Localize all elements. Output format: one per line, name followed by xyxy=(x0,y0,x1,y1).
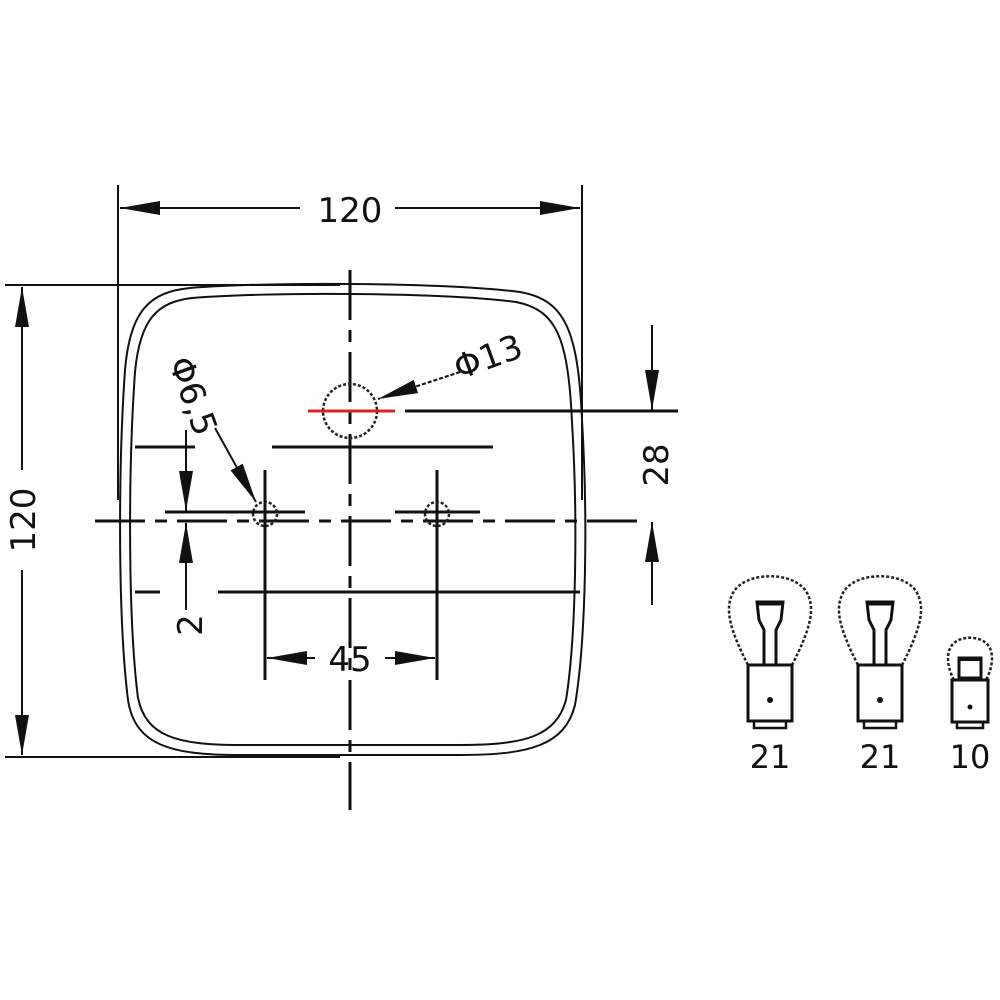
large-hole-label: Φ13 xyxy=(448,327,527,389)
hole-spacing-label: 45 xyxy=(328,640,371,680)
offset-2-dimension: 2 xyxy=(171,430,211,636)
offset-28-label: 28 xyxy=(637,443,677,486)
height-dimension: 120 xyxy=(4,284,340,758)
bulb-wattage-label: 21 xyxy=(750,738,791,776)
width-dimension: 120 xyxy=(117,185,583,500)
width-label: 120 xyxy=(318,191,383,231)
offset-2-label: 2 xyxy=(171,614,211,636)
small-hole-label: Φ6,5 xyxy=(160,351,225,441)
bulb-10w: 10 xyxy=(946,636,994,776)
large-hole: Φ13 xyxy=(308,327,678,440)
bulb-wattage-label: 21 xyxy=(860,738,901,776)
height-label: 120 xyxy=(4,488,44,553)
bulb-21w-2: 21 xyxy=(837,575,923,776)
bulb-wattage-label: 10 xyxy=(950,738,991,776)
offset-28-dimension: 28 xyxy=(637,325,677,605)
bulb-21w-1: 21 xyxy=(727,575,813,776)
lamp-housing-outline xyxy=(119,282,587,756)
hole-spacing-dimension: 45 xyxy=(267,640,435,680)
